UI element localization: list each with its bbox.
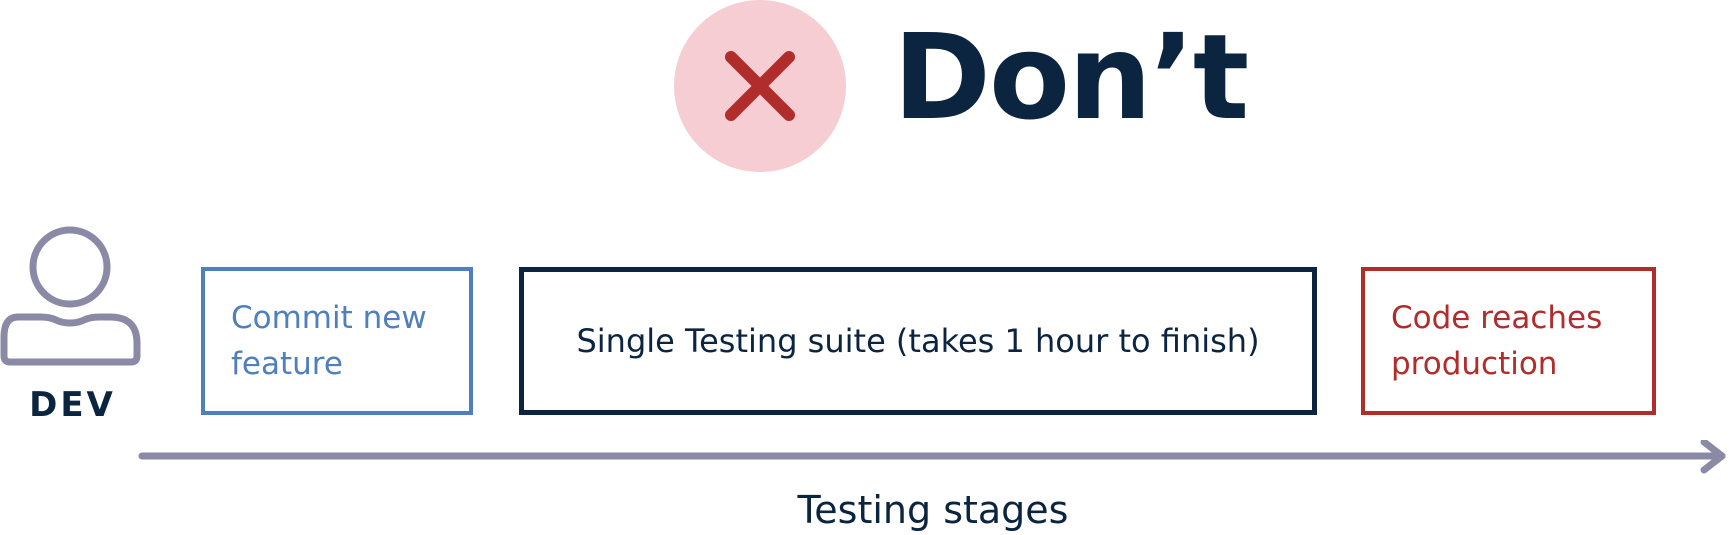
stage-testing-suite-label: Single Testing suite (takes 1 hour to fi… [576,322,1260,360]
stage-production: Code reaches production [1361,267,1656,415]
stage-testing-suite: Single Testing suite (takes 1 hour to fi… [519,267,1317,415]
testing-stages-axis [130,440,1730,476]
user-icon [0,226,141,366]
header: Don’t [0,0,1730,175]
close-icon [725,51,795,121]
stage-commit: Commit new feature [201,267,473,415]
page-title: Don’t [893,8,1249,146]
arrow-right-icon [138,440,1726,474]
dont-badge [674,0,846,172]
stage-commit-label: Commit new feature [231,300,427,382]
developer-label: DEV [29,385,116,425]
developer-actor: DEV [0,225,145,430]
stage-production-label: Code reaches production [1391,300,1603,382]
axis-label: Testing stages [797,488,1069,532]
